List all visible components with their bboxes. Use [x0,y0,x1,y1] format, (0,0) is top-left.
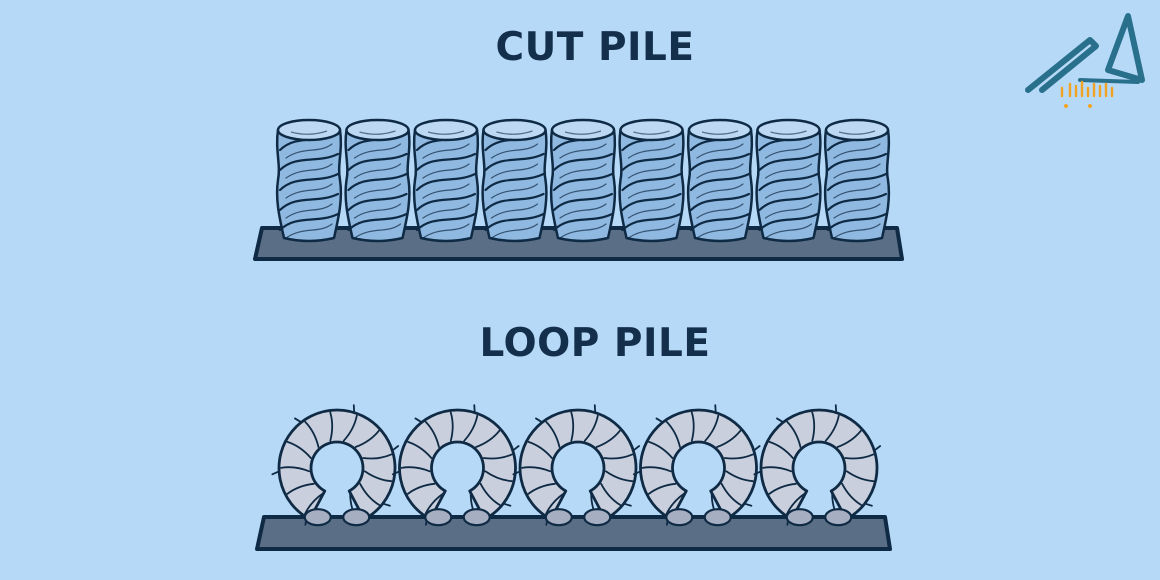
cut-pile-tuft [344,118,411,243]
loop-pile-illustration [255,404,892,551]
cut-pile-tuft [549,118,617,243]
cut-pile-title: CUT PILE [495,25,695,70]
cut-pile-tuft [618,118,685,243]
loop-pile-title: LOOP PILE [479,321,711,366]
loop-pile-loop [512,404,641,527]
cut-pile-tuft [481,118,548,243]
cut-pile-tuft [275,118,343,243]
cut-pile-tuft [412,118,480,243]
house-roof-logo-icon [1025,13,1145,108]
loop-pile-loop [391,404,520,527]
loop-pile-loop [632,404,761,527]
loop-pile-loop [271,404,400,527]
loop-pile-loop [753,404,882,527]
cut-pile-tuft [755,118,822,243]
cut-pile-illustration [253,118,904,261]
cut-pile-tuft [686,118,754,243]
cut-pile-tuft [823,118,891,243]
